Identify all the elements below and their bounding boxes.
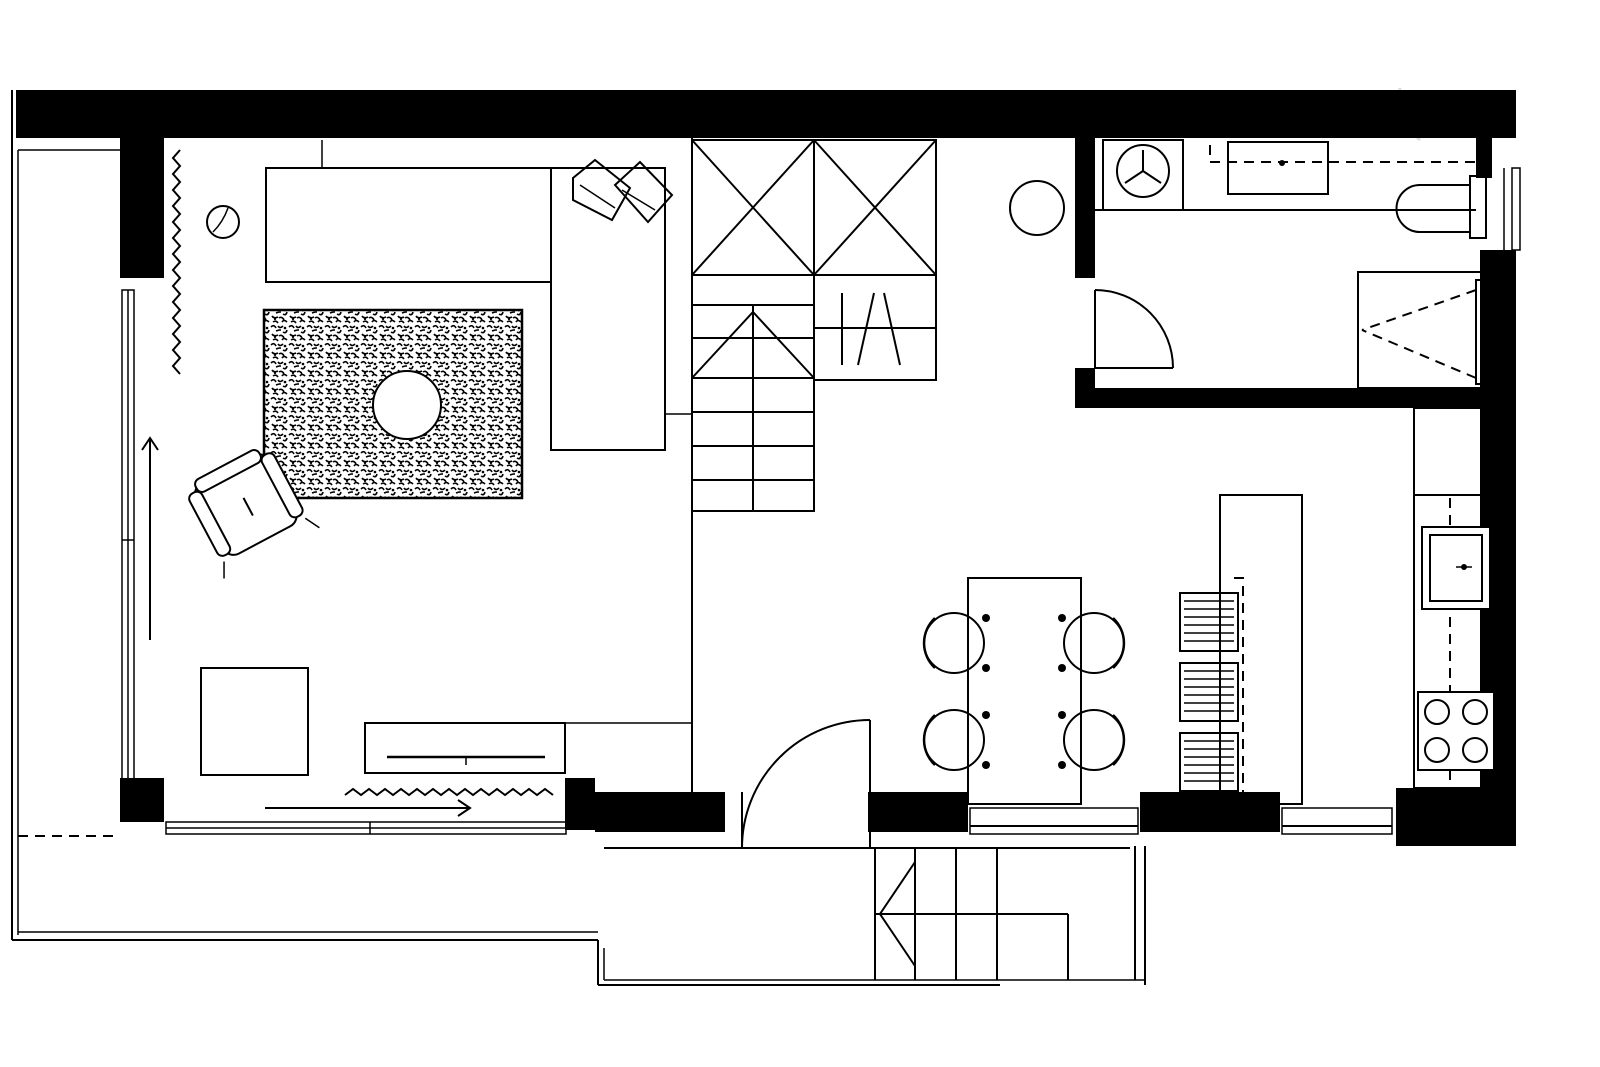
bathroom <box>1094 139 1521 389</box>
sofa-icon <box>265 140 692 451</box>
washing-machine-icon <box>1102 139 1184 211</box>
door-swing-icon <box>741 719 871 849</box>
staircase-icon <box>604 847 1130 980</box>
shower-icon <box>1357 271 1497 389</box>
wardrobe-icon <box>691 139 937 381</box>
tv-console-icon <box>364 722 692 774</box>
bathroom-walls <box>1075 138 1495 408</box>
living-room <box>171 138 693 808</box>
staircase-icon <box>691 275 815 512</box>
armchair-icon <box>188 449 320 579</box>
coffee-table-icon <box>372 370 442 440</box>
kitchen-window <box>969 807 1393 835</box>
plant-icon <box>1009 180 1065 236</box>
left-balcony <box>11 90 1146 986</box>
kitchen-island-icon <box>1219 494 1303 805</box>
kitchen-counter <box>1413 407 1497 789</box>
sink-icon <box>1421 526 1491 610</box>
basin-icon <box>1209 141 1475 195</box>
bar-stool-icon <box>1179 577 1244 804</box>
door-swing-icon <box>1094 289 1174 369</box>
curtain-icon <box>344 787 554 797</box>
side-table-icon <box>200 667 309 776</box>
outer-walls <box>16 90 1516 846</box>
chair-icon <box>922 612 1126 771</box>
left-window <box>121 289 159 781</box>
curtain-icon <box>171 149 182 375</box>
pillow-icon <box>572 158 674 224</box>
lamp-icon <box>206 205 240 239</box>
entrance-door <box>741 719 871 849</box>
toilet-icon <box>1395 175 1487 239</box>
dining-table-icon <box>967 577 1082 805</box>
bottom-window <box>165 799 567 835</box>
cooktop-icon <box>1417 691 1495 771</box>
